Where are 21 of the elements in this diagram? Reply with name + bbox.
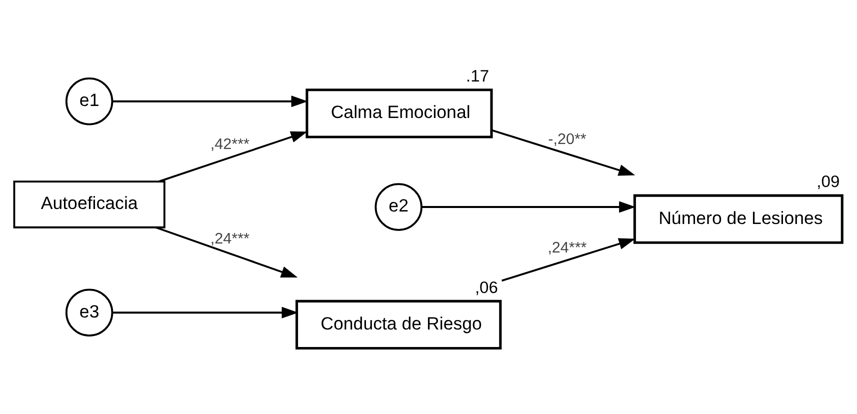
node-box: Conducta de Riesgo bbox=[296, 300, 502, 350]
edge-label: -,20** bbox=[548, 131, 586, 148]
node-box: Calma Emocional bbox=[306, 88, 493, 138]
node-box: Autoeficacia bbox=[13, 180, 166, 228]
node-label: ,09 bbox=[816, 172, 840, 192]
edge-label: ,24*** bbox=[548, 239, 587, 256]
node-circle: e2 bbox=[374, 183, 422, 231]
arrow bbox=[158, 131, 308, 182]
node-label: ,06 bbox=[474, 278, 498, 297]
arrow bbox=[502, 238, 636, 282]
node-label: .17 bbox=[466, 66, 490, 86]
arrow bbox=[422, 201, 636, 213]
node-box: Número de Lesiones bbox=[633, 194, 844, 244]
arrow bbox=[112, 306, 298, 318]
node-circle: e3 bbox=[65, 288, 114, 336]
arrow bbox=[112, 96, 308, 108]
node-circle: e1 bbox=[65, 78, 114, 126]
edge-label: ,24*** bbox=[210, 230, 250, 248]
arrow bbox=[155, 226, 298, 278]
edge-label: ,42*** bbox=[210, 136, 250, 154]
arrow bbox=[492, 129, 636, 176]
